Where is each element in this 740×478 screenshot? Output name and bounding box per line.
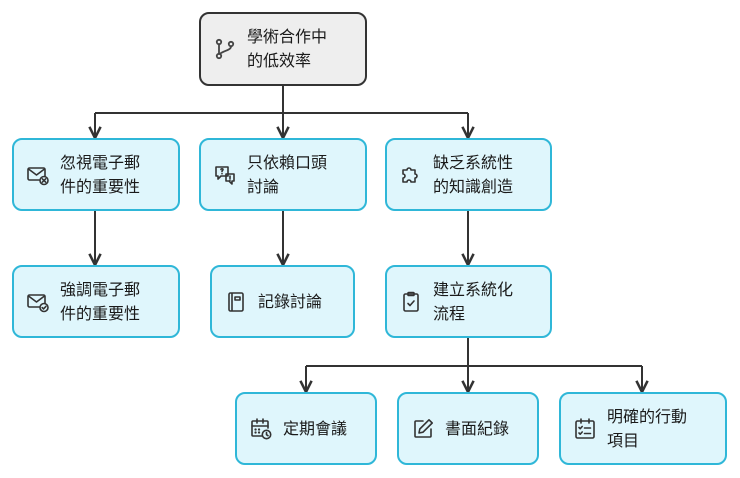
action-label: 書面紀錄 — [445, 418, 510, 438]
cause-label: 缺乏系統性 的知識創造 — [433, 152, 514, 196]
calendar-clock-icon — [249, 417, 273, 441]
action-node-meeting: 定期會議 — [235, 392, 377, 465]
solution-label: 建立系統化 流程 — [433, 279, 514, 323]
solution-label: 記錄討論 — [258, 291, 323, 311]
solution-node-email: 強調電子郵 件的重要性 — [12, 265, 180, 338]
list-check-icon — [573, 417, 597, 441]
action-node-action-items: 明確的行動 項目 — [559, 392, 727, 465]
solution-node-process: 建立系統化 流程 — [385, 265, 552, 338]
branch-icon — [213, 37, 237, 61]
action-node-written: 書面紀錄 — [397, 392, 539, 465]
action-label: 明確的行動 項目 — [607, 406, 688, 450]
action-label: 定期會議 — [283, 418, 348, 438]
root-label: 學術合作中 的低效率 — [247, 27, 328, 70]
cause-node-email: 忽視電子郵 件的重要性 — [12, 138, 180, 211]
cause-label: 只依賴口頭 討論 — [247, 152, 328, 196]
pen-square-icon — [411, 417, 435, 441]
cause-label: 忽視電子郵 件的重要性 — [60, 152, 141, 196]
cause-node-verbal: 只依賴口頭 討論 — [199, 138, 367, 211]
clipboard-check-icon — [399, 290, 423, 314]
root-node: 學術合作中 的低效率 — [199, 12, 367, 86]
puzzle-icon — [399, 163, 423, 187]
mail-x-icon — [26, 163, 50, 187]
notebook-icon — [224, 290, 248, 314]
edge-solution-to-actions — [306, 338, 642, 367]
cause-node-knowledge: 缺乏系統性 的知識創造 — [385, 138, 552, 211]
mail-check-icon — [26, 290, 50, 314]
solution-label: 強調電子郵 件的重要性 — [60, 279, 141, 323]
edge-root-to-causes — [95, 86, 468, 114]
solution-node-record: 記錄討論 — [210, 265, 355, 338]
chat-alert-icon — [213, 163, 237, 187]
